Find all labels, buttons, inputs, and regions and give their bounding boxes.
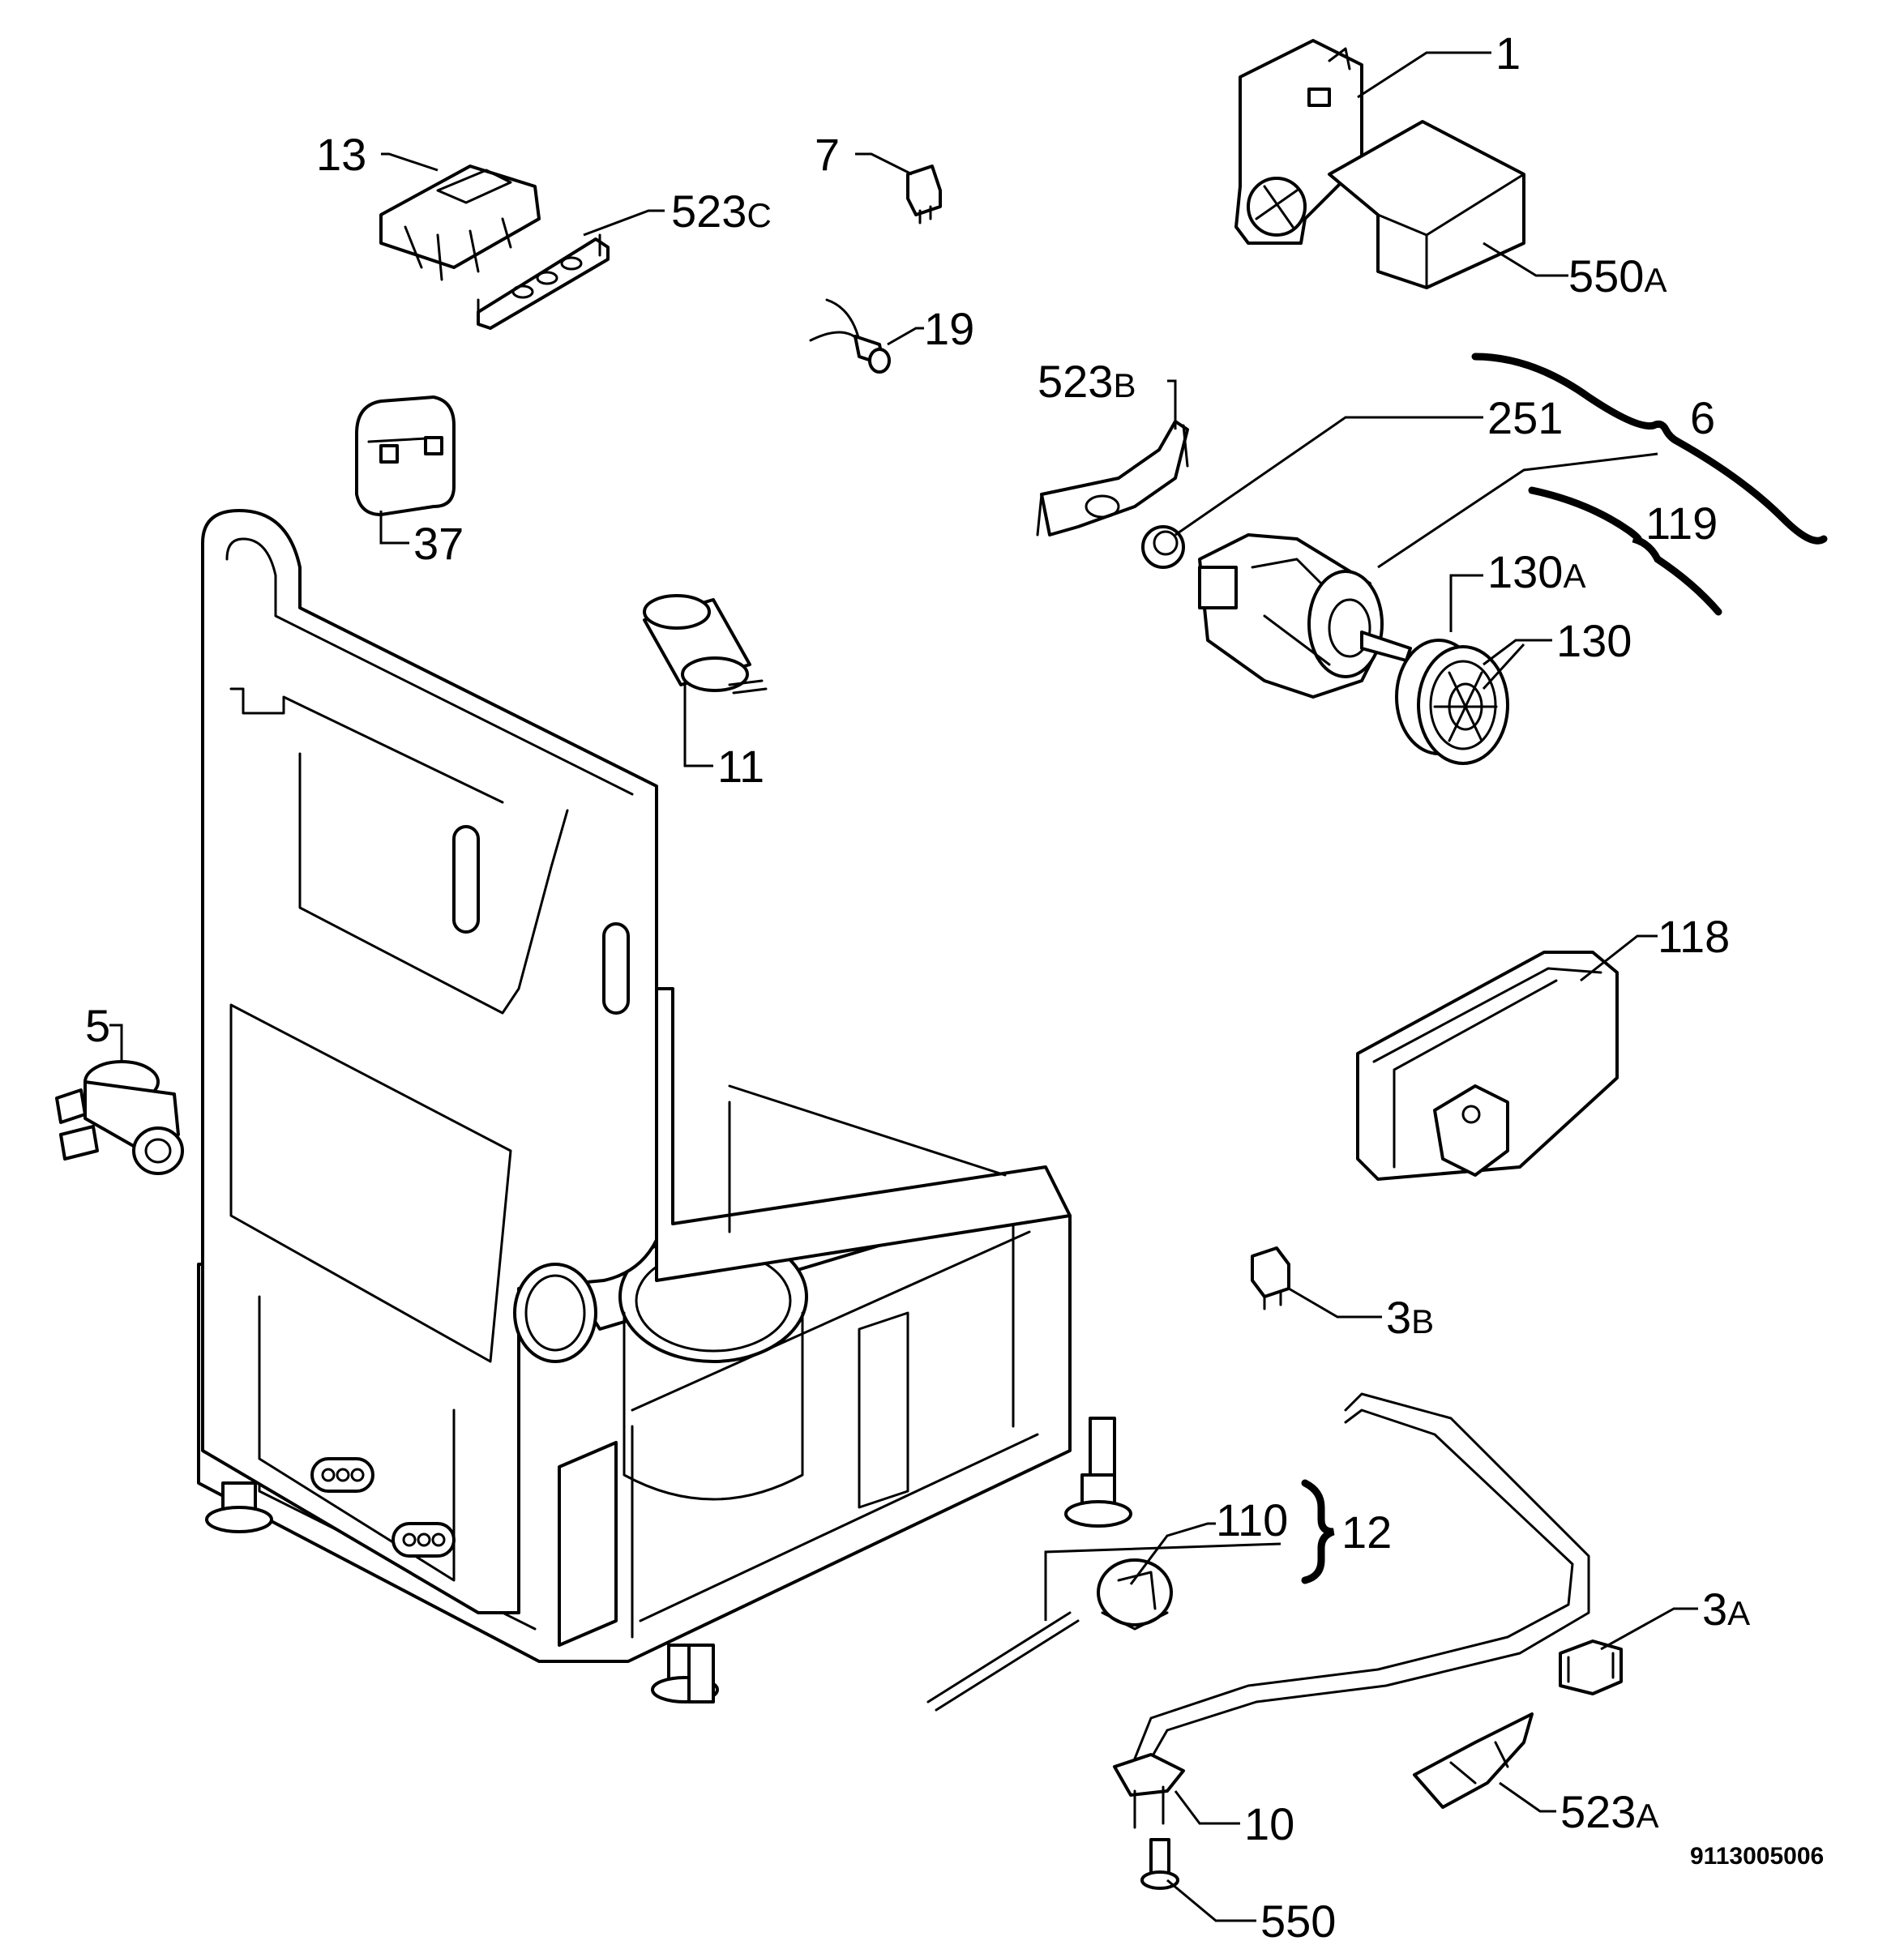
label-10: 10: [1244, 1798, 1294, 1849]
label-6: 6: [1690, 392, 1715, 443]
bracket-group-12: [1301, 1479, 1335, 1584]
label-119: 119: [1645, 498, 1718, 549]
part-19-sensor: [809, 298, 891, 374]
label-5: 5: [85, 1000, 110, 1051]
label-523c: 523C: [671, 186, 772, 237]
dishwasher-frame: [197, 509, 1132, 1703]
part-37-box: [355, 395, 456, 516]
part-3b-sensor: [1251, 1246, 1290, 1310]
label-550a: 550A: [1568, 250, 1667, 301]
label-19: 19: [924, 303, 974, 354]
label-251: 251: [1487, 392, 1563, 443]
bracket-group-119: [1528, 486, 1722, 616]
part-550-screw: [1140, 1838, 1179, 1890]
label-1: 1: [1495, 28, 1521, 79]
part-251-gasket: [1141, 525, 1185, 569]
label-130a: 130A: [1487, 546, 1585, 597]
part-labels: 1 13 7 523C 550A 19 523B 251 6 119 130A …: [85, 28, 1824, 1945]
part-7-clip: [906, 165, 942, 224]
label-37: 37: [413, 518, 464, 569]
part-3a-clip: [1559, 1639, 1623, 1695]
label-550: 550: [1260, 1896, 1336, 1945]
label-11: 11: [717, 741, 764, 792]
drawing-number: 9113005006: [1690, 1843, 1824, 1870]
label-110: 110: [1216, 1494, 1288, 1545]
leader-lines: [109, 51, 1698, 1922]
label-3a: 3A: [1702, 1584, 1750, 1635]
part-6-pump-motor: [1198, 533, 1412, 699]
part-5-inlet-valve: [55, 1060, 184, 1175]
part-110-thermostat: [926, 1558, 1173, 1712]
part-1-timer: [1234, 39, 1363, 245]
label-118: 118: [1658, 911, 1730, 962]
part-130-impeller: [1395, 639, 1509, 765]
label-523a: 523A: [1560, 1786, 1658, 1837]
part-10-heater: [1113, 1392, 1590, 1829]
group-brackets: [1301, 353, 1828, 1584]
part-118-dispenser: [1356, 951, 1619, 1181]
label-130: 130: [1556, 615, 1632, 666]
label-7: 7: [815, 129, 840, 180]
bracket-group-6: [1471, 353, 1828, 545]
part-523c-bracket: [477, 233, 610, 330]
label-12: 12: [1341, 1507, 1392, 1558]
part-13-switch: [379, 165, 541, 281]
part-550a-box: [1328, 120, 1525, 289]
part-11-capacitor: [643, 594, 768, 695]
label-3b: 3B: [1386, 1292, 1434, 1343]
label-523b: 523B: [1038, 356, 1136, 407]
label-13: 13: [316, 129, 366, 180]
part-523a-clip: [1413, 1712, 1534, 1809]
part-523b-bracket: [1036, 420, 1189, 536]
